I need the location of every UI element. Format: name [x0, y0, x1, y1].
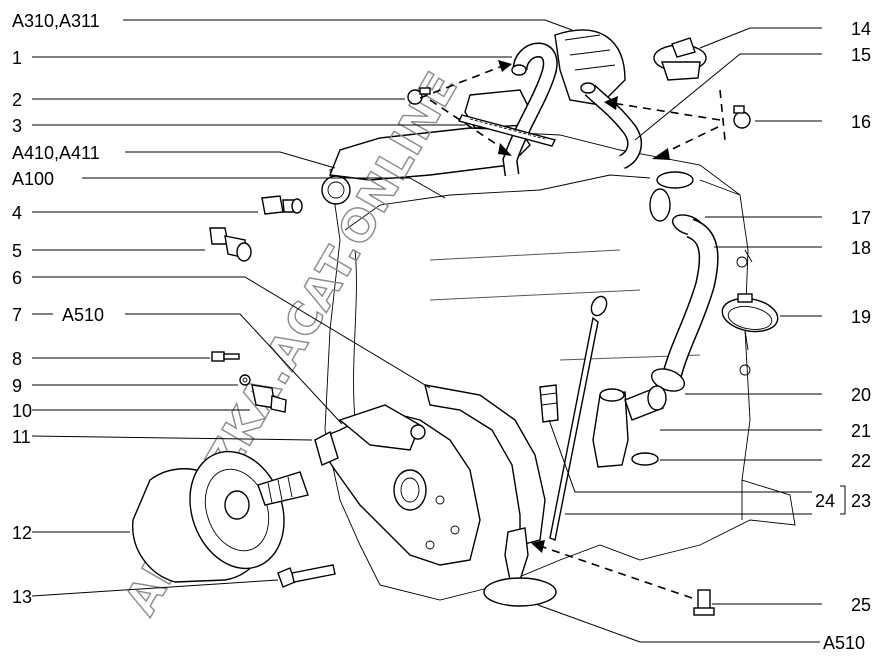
part-10-switch	[251, 384, 287, 413]
leader-lines	[31, 19, 846, 643]
part-8-bolt	[211, 351, 240, 362]
label-a510-left: A510	[62, 305, 104, 325]
label-23: 23	[851, 491, 871, 511]
label-11: 11	[12, 427, 31, 447]
part-16-clamp	[733, 105, 751, 129]
label-3: 3	[12, 116, 22, 136]
label-a100: A100	[12, 169, 54, 189]
part-14-filler-cap	[653, 37, 707, 81]
part-3-gasket	[457, 114, 557, 147]
part-15-hose	[580, 82, 642, 169]
part-11-pump-housing	[313, 404, 481, 566]
part-25-bolt	[693, 589, 715, 616]
part-22-o-ring	[631, 452, 659, 466]
label-22: 22	[851, 451, 871, 471]
part-4-sensor	[261, 195, 303, 215]
label-6: 6	[12, 268, 22, 288]
label-5: 5	[12, 241, 22, 261]
part-5-sensor	[209, 227, 252, 262]
label-a310-a311: A310,A311	[12, 11, 100, 31]
part-18-hose	[662, 218, 719, 378]
part-24-tube	[539, 384, 559, 423]
engine-block	[321, 29, 796, 601]
part-19-clamp	[721, 293, 779, 333]
part-a510-strainer	[483, 527, 557, 607]
part-21-fitting	[592, 385, 667, 468]
label-10: 10	[12, 401, 32, 421]
label-8: 8	[12, 349, 22, 369]
callout-labels-right: 14 15 16 17 18 19 20 21 22 24 23 25 A510	[815, 19, 871, 653]
label-20: 20	[851, 385, 871, 405]
part-2-clamp	[407, 87, 431, 105]
assembly-arrows	[419, 60, 726, 599]
label-25: 25	[851, 595, 871, 615]
label-a410-a411: A410,A411	[12, 143, 100, 163]
label-14: 14	[851, 19, 871, 39]
part-23-dipstick	[549, 295, 608, 541]
label-1: 1	[12, 48, 22, 68]
label-4: 4	[12, 203, 22, 223]
part-13-bolt	[277, 564, 336, 588]
label-2: 2	[12, 90, 22, 110]
label-24: 24	[815, 491, 835, 511]
part-12-oil-filter	[132, 450, 309, 583]
part-20-clamp	[650, 368, 686, 392]
label-13: 13	[12, 587, 32, 607]
label-7: 7	[12, 305, 22, 325]
label-a510-right: A510	[823, 633, 865, 653]
part-1-hose	[502, 42, 558, 176]
label-17: 17	[851, 208, 871, 228]
label-9: 9	[12, 376, 22, 396]
label-18: 18	[851, 238, 871, 258]
label-15: 15	[851, 45, 871, 65]
label-16: 16	[851, 112, 871, 132]
label-21: 21	[851, 421, 871, 441]
part-9-washer	[239, 374, 251, 386]
callout-labels-left: A310,A311 1 2 3 A410,A411 A100 4 5 6 7 A…	[12, 11, 104, 607]
label-12: 12	[12, 523, 32, 543]
label-19: 19	[851, 307, 871, 327]
